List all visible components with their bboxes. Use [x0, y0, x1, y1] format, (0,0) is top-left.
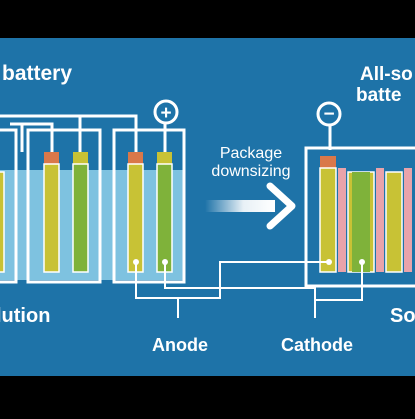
right-battery-label: So — [390, 305, 415, 327]
right-battery: − All-so batte So — [304, 64, 415, 327]
negative-terminal-symbol: − — [323, 104, 334, 125]
cell-casing — [0, 128, 18, 284]
solid-separator — [338, 168, 346, 272]
cell-interconnect — [80, 114, 138, 152]
electrode-tab — [44, 152, 59, 164]
negative-terminal-icon — [316, 101, 342, 127]
cell-casing — [26, 128, 102, 284]
anode-rod — [319, 167, 337, 273]
electrode-tab — [157, 152, 172, 164]
anode-rod — [385, 171, 403, 273]
cell-interconnect — [10, 122, 54, 152]
cell-casing — [304, 146, 415, 288]
left-battery-label: lution — [0, 305, 50, 327]
electrode-tab — [73, 152, 88, 164]
anode-rod — [43, 163, 60, 273]
anode-label: Anode — [152, 335, 208, 355]
cathode-rod — [352, 172, 370, 272]
cathode-rod — [156, 163, 173, 273]
left-battery: + battery lution — [0, 62, 186, 327]
right-battery-title-line1: All-so — [360, 64, 413, 85]
right-arrow-icon — [266, 182, 296, 230]
electrode-tab — [128, 152, 143, 164]
anode-rod — [0, 171, 5, 273]
solid-separator — [404, 168, 412, 272]
cell-casing — [112, 128, 186, 284]
liquid-electrolyte — [0, 170, 183, 280]
cathode-leader — [164, 262, 316, 318]
package-label-line1: Package — [220, 145, 282, 162]
transition: Package downsizing — [205, 145, 296, 230]
solid-separator — [376, 168, 384, 272]
positive-terminal-icon — [153, 99, 179, 125]
arrow-shaft — [205, 200, 275, 212]
left-battery-title: battery — [2, 62, 72, 85]
right-battery-title-line2: batte — [356, 85, 401, 106]
leader-lines — [135, 261, 363, 318]
electrode-tab — [320, 156, 336, 168]
anode-leader — [135, 262, 179, 318]
cathode-label: Cathode — [281, 335, 353, 355]
anode-rod — [127, 163, 144, 273]
package-label-line2: downsizing — [211, 163, 290, 180]
positive-terminal-symbol: + — [160, 103, 171, 124]
cathode-rod — [72, 163, 89, 273]
